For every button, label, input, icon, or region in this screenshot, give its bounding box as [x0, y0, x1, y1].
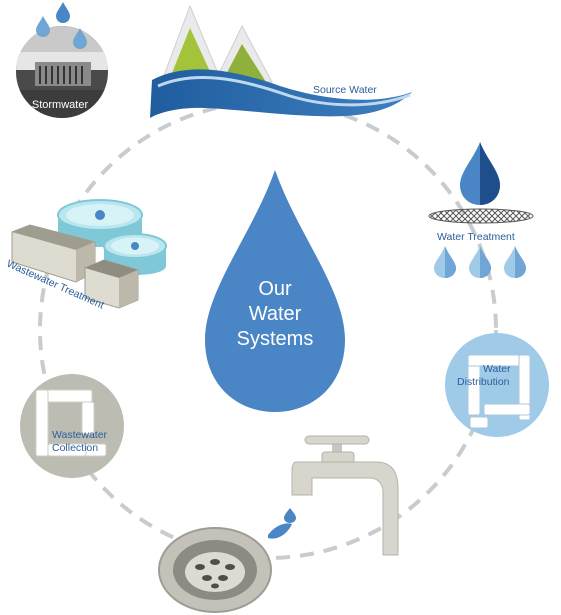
pipe-icon — [35, 389, 107, 457]
water-splash-icon — [268, 523, 292, 539]
source-water-stage: Source Water — [150, 4, 412, 118]
rain-drop-icon — [36, 16, 50, 37]
filter-screen-icon — [428, 208, 534, 224]
center-title-line-1: Our — [258, 278, 292, 300]
stormwater-stage: Stormwater — [16, 2, 108, 118]
wastewater-treatment-stage: Wastewater Treatment — [5, 199, 167, 312]
center-title-line-2: Water — [249, 303, 302, 325]
wastewater-collection-stage: Wastewater Collection — [20, 374, 124, 478]
center-title-line-3: Systems — [237, 328, 314, 350]
water-distribution-label-line-1: Water — [483, 363, 511, 375]
water-drip-icon — [284, 508, 296, 523]
mountain-icon — [162, 4, 273, 83]
building-icon — [11, 224, 139, 309]
water-treatment-label: Water Treatment — [437, 231, 515, 243]
rain-drop-icon — [56, 2, 70, 23]
drain-icon — [158, 527, 272, 613]
water-treatment-stage: Water Treatment — [428, 142, 534, 278]
treatment-tank-icon — [103, 233, 167, 275]
rain-drop-icon — [73, 28, 87, 49]
wastewater-collection-label-line-2: Collection — [52, 442, 98, 454]
water-distribution-stage: Water Distribution — [445, 333, 549, 437]
wastewater-collection-label-line-1: Wastewater — [52, 429, 108, 441]
cycle-path — [38, 100, 498, 560]
source-water-label: Source Water — [313, 84, 377, 96]
stormwater-label: Stormwater — [32, 99, 89, 111]
faucet-icon — [268, 435, 399, 556]
center-drop: Our Water Systems — [205, 170, 345, 412]
pipe-icon — [467, 354, 531, 429]
water-distribution-label-line-2: Distribution — [457, 376, 510, 388]
